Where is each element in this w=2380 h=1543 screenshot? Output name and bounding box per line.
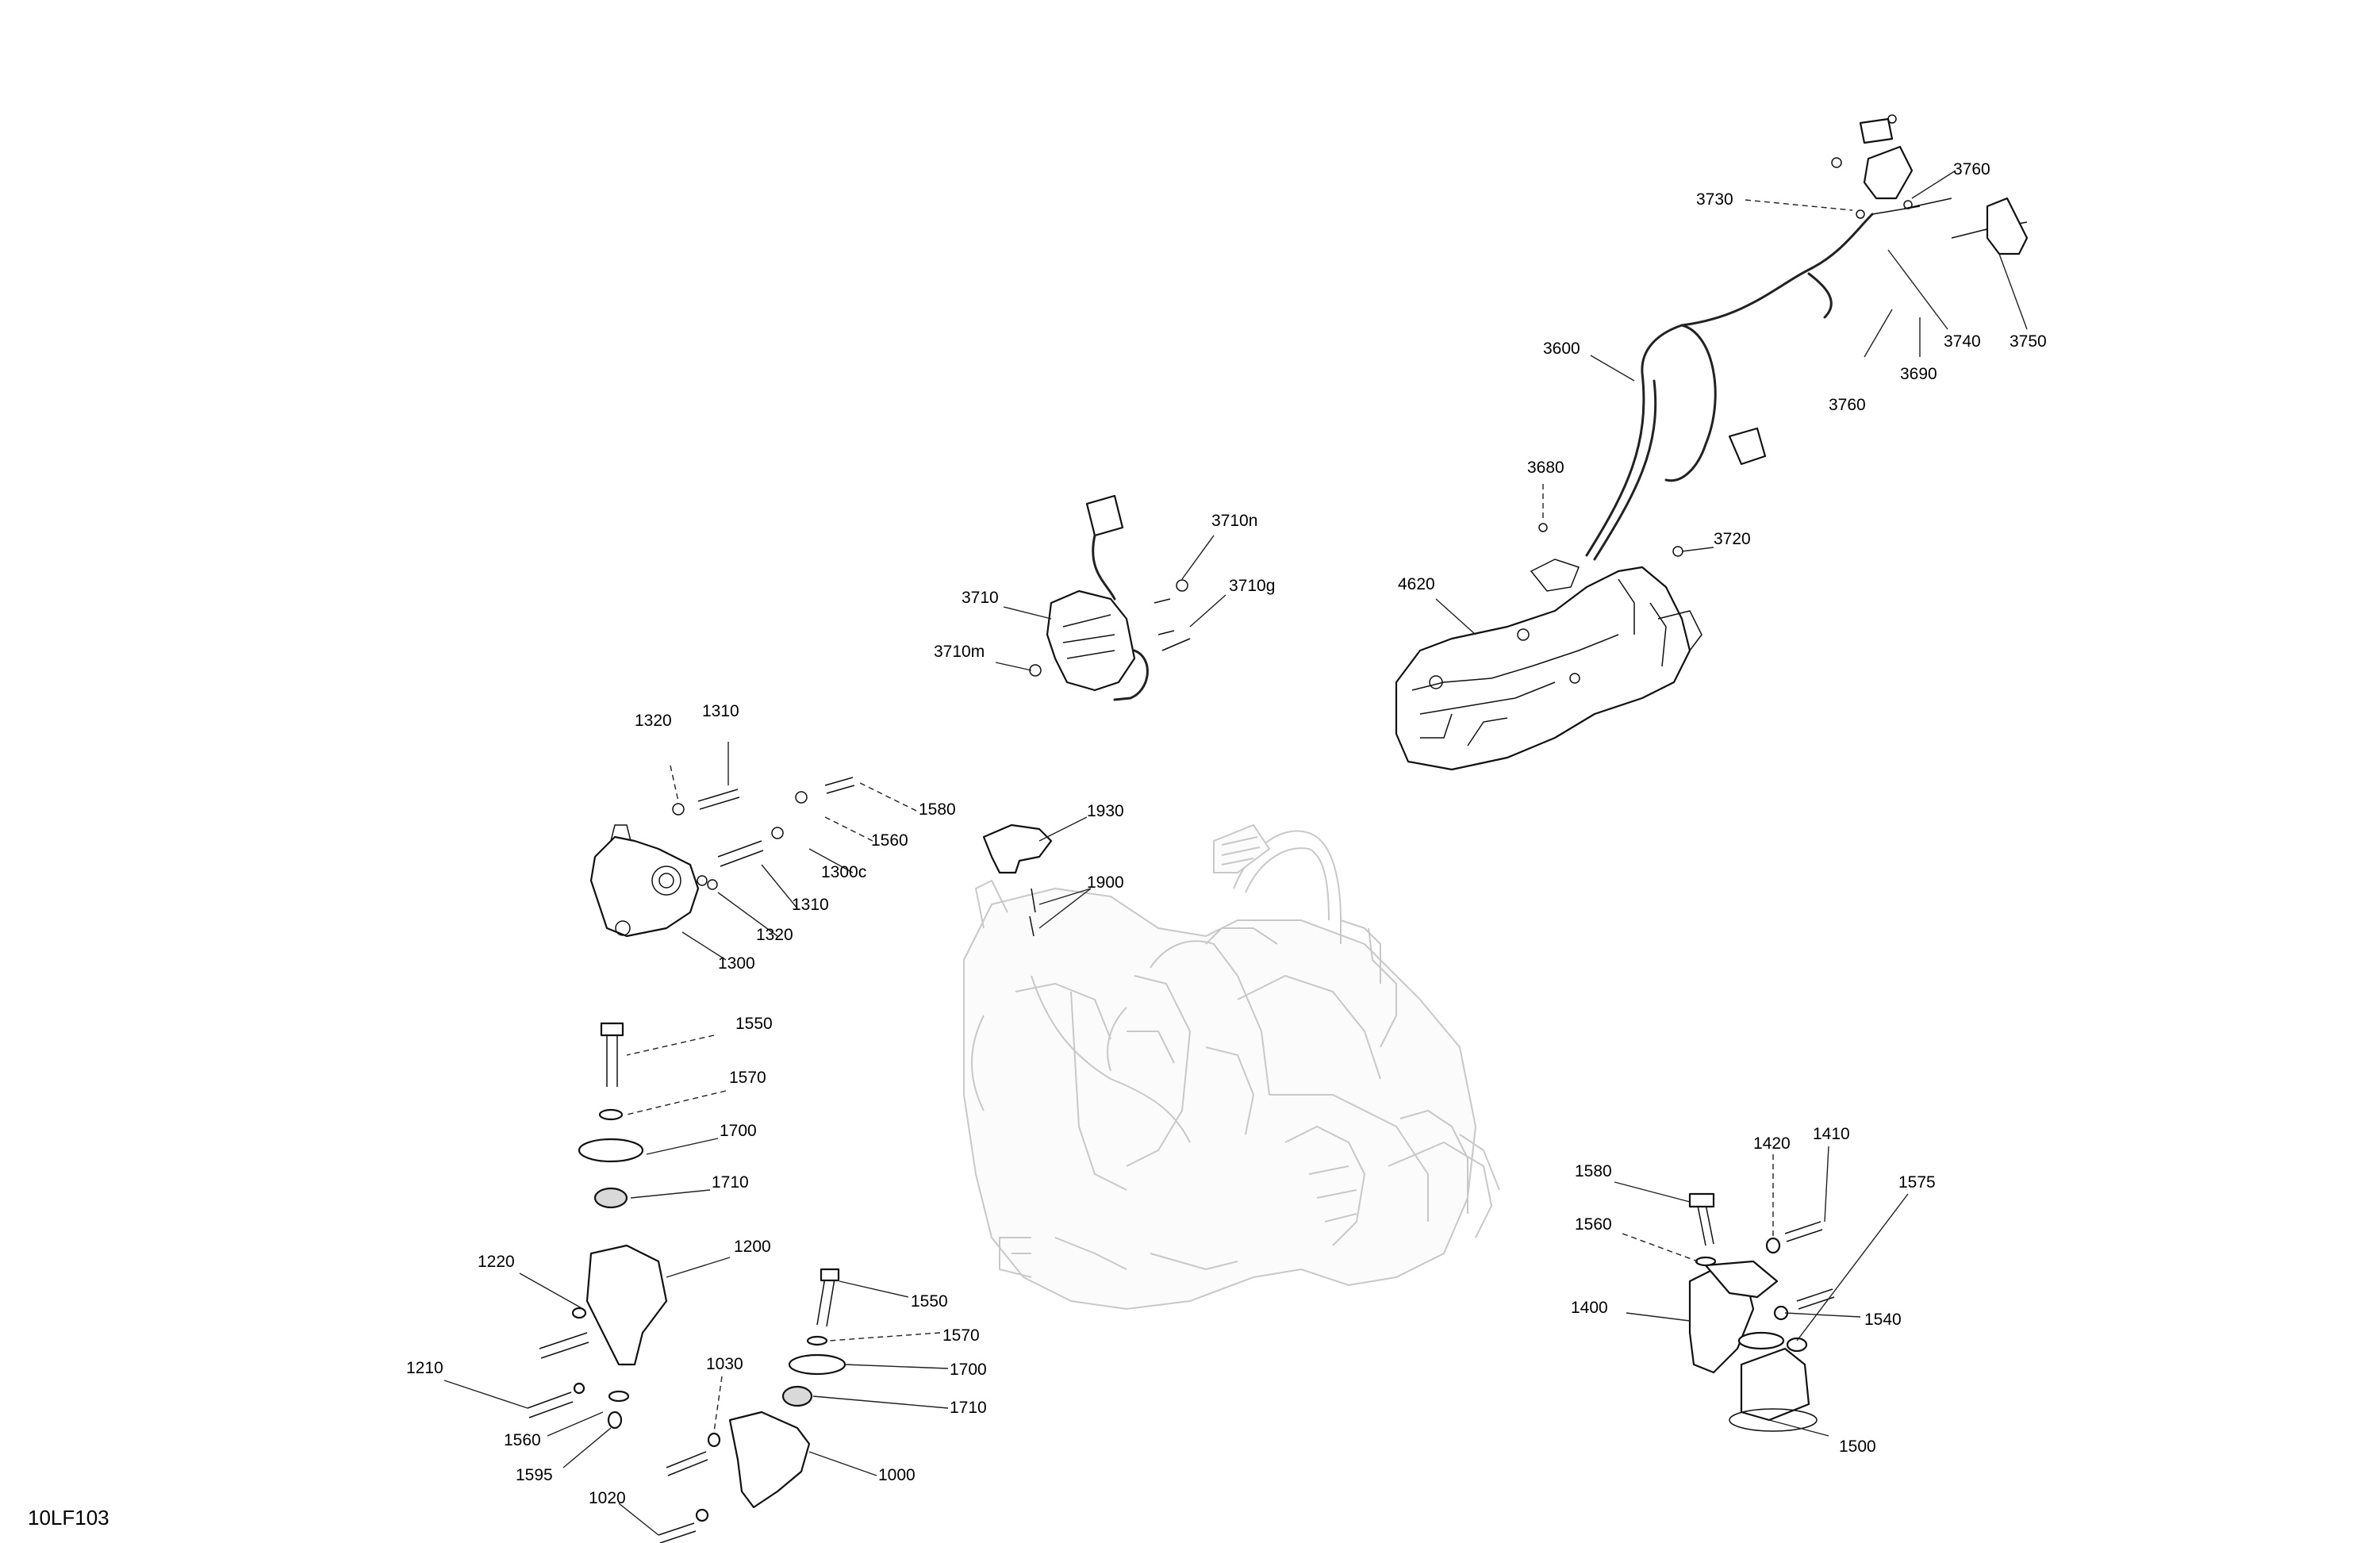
callout-1900: 1900 bbox=[1087, 873, 1124, 892]
engine-mount-1200 bbox=[527, 1022, 668, 1430]
callout-1595: 1595 bbox=[516, 1466, 553, 1484]
callout-1400: 1400 bbox=[1571, 1299, 1608, 1317]
callout-1220: 1220 bbox=[478, 1253, 515, 1271]
callout-1310-upper: 1310 bbox=[702, 702, 739, 720]
callout-3710m: 3710m bbox=[934, 643, 985, 661]
callout-1410: 1410 bbox=[1813, 1125, 1850, 1143]
callout-1320-upper: 1320 bbox=[635, 712, 672, 730]
callout-3710: 3710 bbox=[962, 589, 999, 607]
callout-1540: 1540 bbox=[1864, 1311, 1902, 1329]
engine-assembly-illustration bbox=[963, 823, 1500, 1311]
callout-1310-lower: 1310 bbox=[792, 896, 829, 914]
callout-1580-upper: 1580 bbox=[919, 800, 956, 819]
callout-3680: 3680 bbox=[1527, 459, 1564, 477]
shifter-console-bracket bbox=[1395, 558, 1702, 771]
callout-1500: 1500 bbox=[1839, 1437, 1876, 1456]
callout-1700-lower: 1700 bbox=[950, 1361, 987, 1379]
callout-3690: 3690 bbox=[1900, 365, 1937, 383]
callout-1700-upper: 1700 bbox=[720, 1122, 757, 1140]
engine-mount-1400 bbox=[1688, 1192, 1835, 1432]
callout-1930: 1930 bbox=[1087, 802, 1124, 820]
callout-1560-upper: 1560 bbox=[871, 831, 908, 850]
callout-1710-lower: 1710 bbox=[950, 1399, 987, 1417]
callout-1420: 1420 bbox=[1753, 1134, 1791, 1153]
callout-3600: 3600 bbox=[1543, 340, 1580, 358]
callout-3710g: 3710g bbox=[1229, 577, 1275, 595]
callout-3750: 3750 bbox=[2010, 332, 2047, 351]
callout-1575: 1575 bbox=[1898, 1173, 1936, 1192]
callout-3740: 3740 bbox=[1944, 332, 1981, 351]
callout-1000: 1000 bbox=[878, 1466, 916, 1484]
callout-1020: 1020 bbox=[589, 1489, 626, 1507]
callout-1570-lower: 1570 bbox=[942, 1326, 980, 1345]
callout-1560-right: 1560 bbox=[1575, 1215, 1612, 1234]
bracket-1930 bbox=[982, 823, 1053, 937]
callout-3760: 3760 bbox=[1953, 160, 1990, 178]
callout-3710n: 3710n bbox=[1211, 512, 1257, 530]
callout-1550-lower: 1550 bbox=[911, 1292, 948, 1311]
callout-leader-lines bbox=[443, 170, 2028, 1536]
callout-1300c: 1300c bbox=[821, 863, 866, 881]
callout-4620: 4620 bbox=[1398, 575, 1435, 593]
callout-1200: 1200 bbox=[734, 1238, 771, 1256]
callout-1560-lower: 1560 bbox=[504, 1431, 541, 1449]
callout-labels: 3760 3730 3740 3750 3760 3690 3600 3680 … bbox=[406, 160, 2047, 1507]
callout-3720: 3720 bbox=[1714, 530, 1751, 548]
callout-3760-lower: 3760 bbox=[1829, 396, 1866, 414]
callout-1300: 1300 bbox=[718, 954, 755, 973]
gear-position-sensor bbox=[1029, 494, 1191, 701]
callout-3730: 3730 bbox=[1696, 190, 1733, 209]
callout-1580-right: 1580 bbox=[1575, 1162, 1612, 1180]
callout-1320-lower: 1320 bbox=[756, 926, 793, 944]
engine-mount-1300 bbox=[589, 777, 855, 938]
callout-1210: 1210 bbox=[406, 1359, 443, 1377]
callout-1550-upper: 1550 bbox=[735, 1015, 773, 1033]
callout-1710-upper: 1710 bbox=[712, 1173, 749, 1192]
callout-1570-upper: 1570 bbox=[729, 1069, 766, 1087]
engine-mount-1000 bbox=[658, 1268, 846, 1543]
callout-1030: 1030 bbox=[706, 1355, 743, 1373]
gear-shift-cable-assembly bbox=[1538, 114, 2029, 561]
diagram-reference-code: 10LF103 bbox=[28, 1506, 109, 1530]
